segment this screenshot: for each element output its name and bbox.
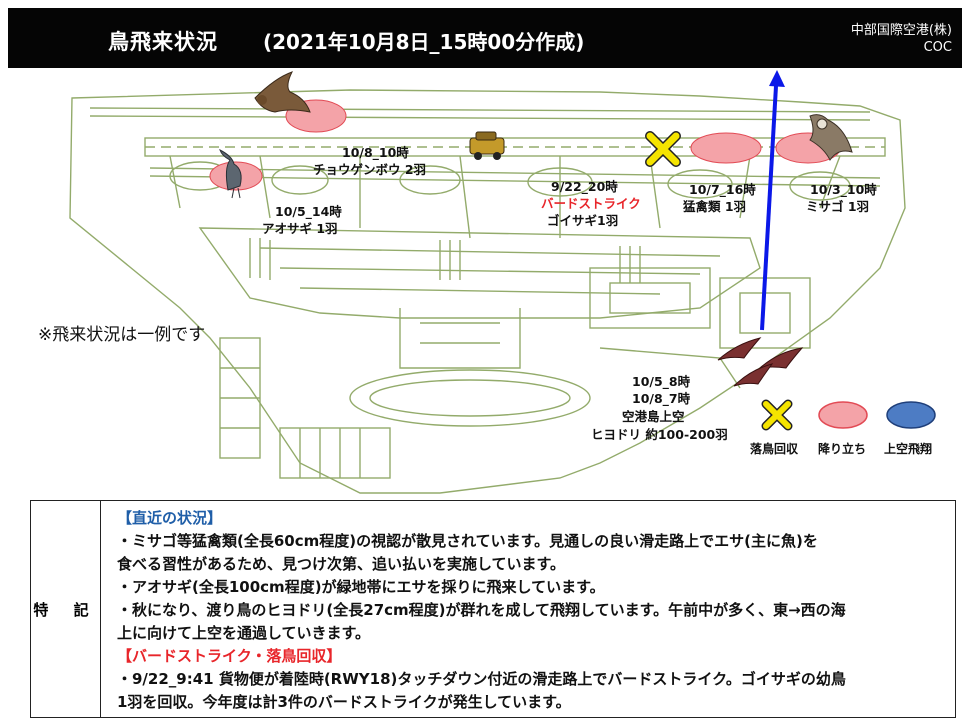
heron-desc: アオサギ 1羽	[262, 221, 338, 236]
header-bar: 鳥飛来状況 (2021年10月8日_15時00分作成) 中部国際空港(株) CO…	[8, 8, 962, 68]
legend-symbols	[761, 399, 936, 431]
osprey-time: 10/3_10時	[810, 182, 877, 197]
recent-status-heading: 【直近の状況】	[117, 509, 223, 527]
birdstrike-heading: 【バードストライク・落鳥回収】	[117, 647, 342, 665]
flyover-time-2: 10/8_7時	[632, 391, 691, 406]
notes-line: ・アオサギ(全長100cm程度)が緑地帯にエサを採りに飛来しています。	[117, 578, 605, 596]
legend-fallen-label: 落鳥回収	[750, 442, 799, 456]
notes-panel: 特 記 【直近の状況】 ・ミサゴ等猛禽類(全長60cm程度)の視認が散見されてい…	[30, 500, 956, 718]
notes-side-label: 特 記	[33, 601, 99, 619]
raptor-desc: 猛禽類 1羽	[683, 199, 747, 214]
bulbul-icon	[717, 337, 762, 361]
notes-line: 食べる習性があるため、見つけ次第、追い払いを実施しています。	[117, 555, 566, 573]
notes-line: ・ミサゴ等猛禽類(全長60cm程度)の視認が散見されています。見通しの良い滑走路…	[117, 532, 818, 550]
example-note: ※飛来状況は一例です	[38, 325, 206, 345]
legend-overhead-icon	[886, 401, 936, 429]
flyover-place: 空港島上空	[622, 409, 685, 424]
patrol-vehicle-icon	[469, 131, 505, 160]
legend-fallen-icon	[761, 399, 793, 431]
airport-map: ※飛来状況は一例です 10/8_10時 チョウゲンボウ 2羽 10/5_14時 …	[0, 68, 970, 498]
landing-marker-raptor	[690, 132, 762, 164]
org-unit: COC	[923, 40, 952, 55]
heron-icon	[219, 149, 242, 199]
notes-line: ・秋になり、渡り鳥のヒヨドリ(全長27cm程度)が群れを成して飛翔しています。午…	[117, 601, 846, 619]
bulbul-icon	[733, 363, 774, 387]
heron-time: 10/5_14時	[275, 204, 342, 219]
flight-direction-arrow	[760, 70, 785, 331]
kestrel-time: 10/8_10時	[342, 145, 409, 160]
notes-content: 【直近の状況】 ・ミサゴ等猛禽類(全長60cm程度)の視認が散見されています。見…	[117, 507, 953, 714]
airport-linework	[69, 89, 906, 494]
strike-time: 9/22_20時	[551, 179, 618, 194]
airport-diagram	[69, 70, 936, 494]
flyover-time-1: 10/5_8時	[632, 374, 691, 389]
kestrel-desc: チョウゲンボウ 2羽	[313, 162, 427, 177]
org-name: 中部国際空港(株)	[850, 23, 952, 38]
strike-marker	[645, 131, 681, 167]
page-title: 鳥飛来状況	[108, 30, 218, 54]
osprey-icon	[809, 114, 853, 161]
strike-desc: ゴイサギ1羽	[547, 213, 619, 228]
bulbul-flock-icon	[717, 337, 804, 387]
legend-landing-label: 降り立ち	[818, 442, 867, 456]
legend-overhead-label: 上空飛翔	[884, 442, 933, 456]
flyover-desc: ヒヨドリ 約100-200羽	[591, 427, 728, 442]
raptor-time: 10/7_16時	[689, 182, 756, 197]
strike-title: バードストライク	[541, 196, 641, 211]
legend-landing-icon	[818, 401, 868, 429]
notes-side-cell: 特 記	[31, 501, 101, 717]
bulbul-icon	[758, 347, 804, 369]
notes-line: 1羽を回収。今年度は計3件のバードストライクが発生しています。	[117, 693, 571, 711]
osprey-desc: ミサゴ 1羽	[806, 199, 870, 214]
organization: 中部国際空港(株) COC	[851, 22, 952, 56]
notes-line: ・9/22_9:41 貨物便が着陸時(RWY18)タッチダウン付近の滑走路上でバ…	[117, 670, 846, 688]
created-date: (2021年10月8日_15時00分作成)	[263, 30, 585, 54]
kestrel-icon	[254, 71, 311, 113]
notes-line: 上に向けて上空を通過していきます。	[117, 624, 371, 642]
